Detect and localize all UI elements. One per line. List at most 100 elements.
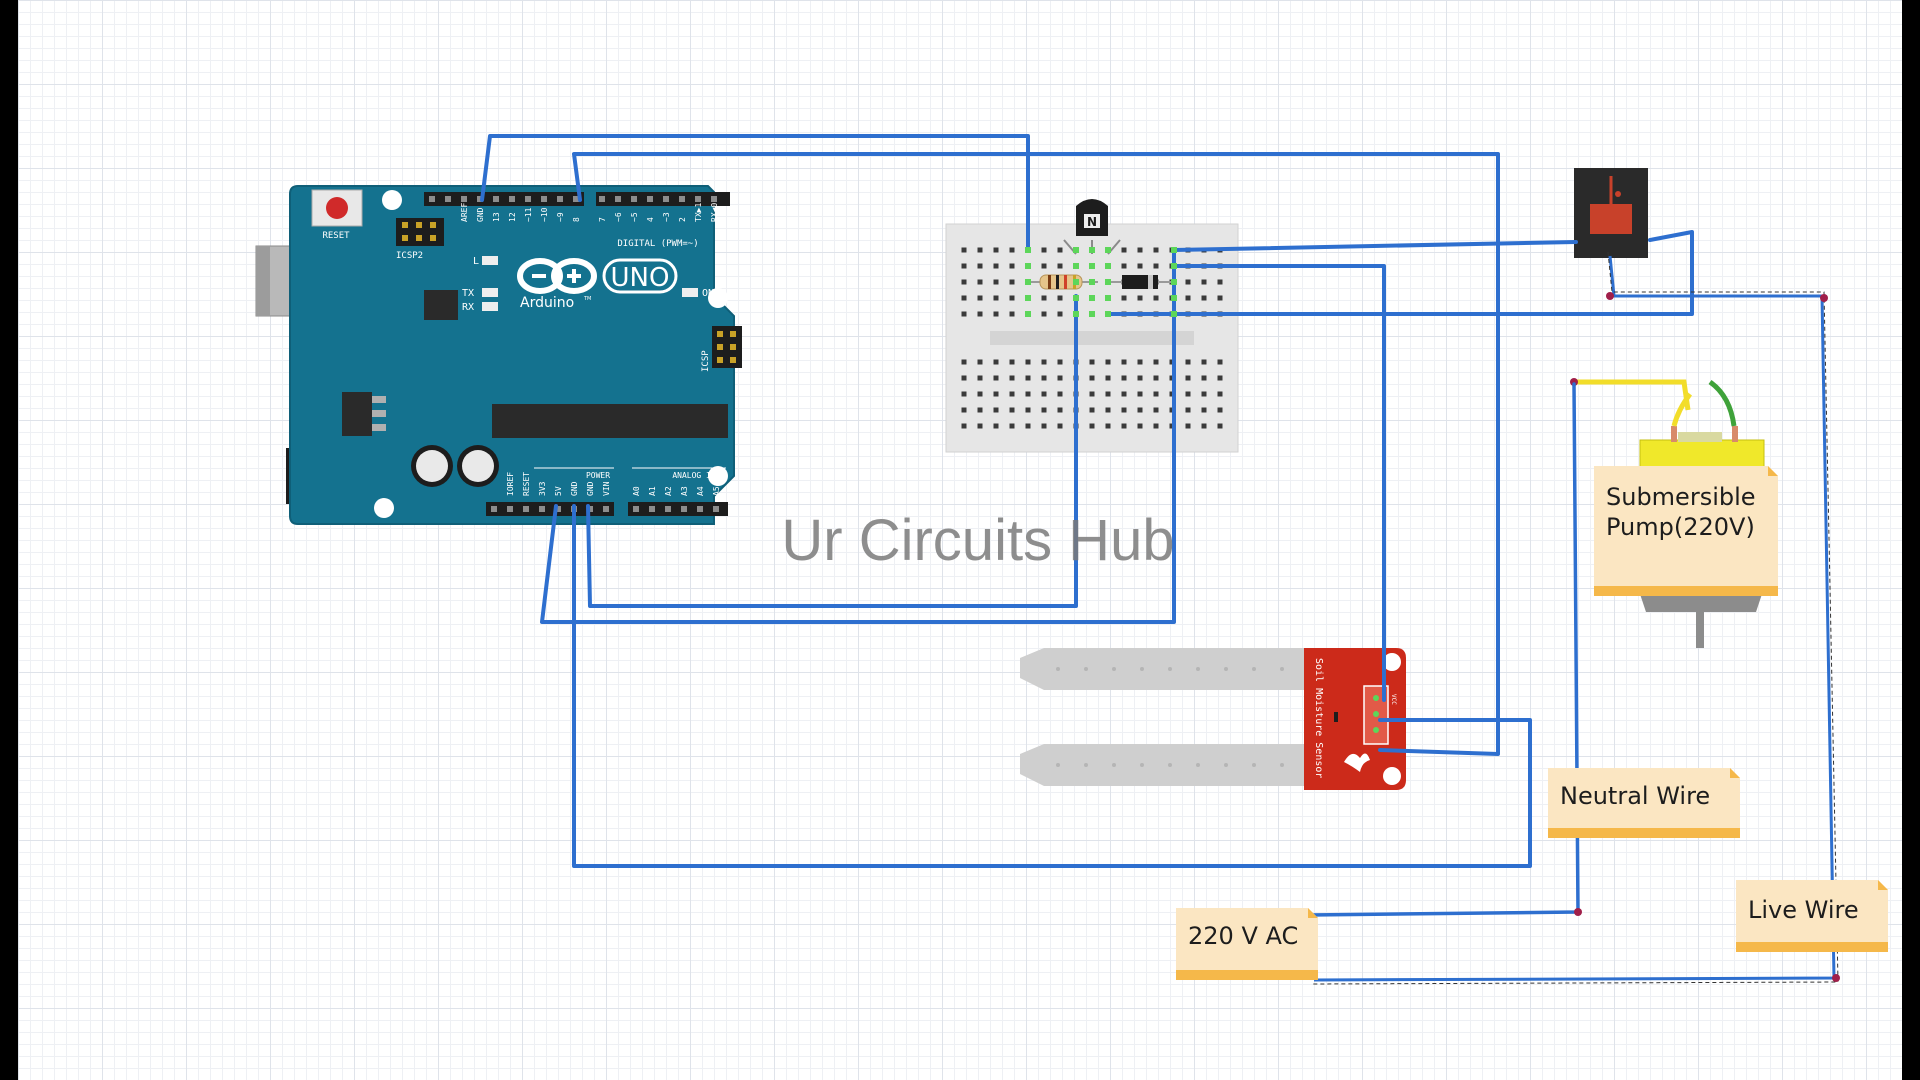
sensor-probe-top bbox=[1020, 648, 1304, 690]
led-rx bbox=[482, 302, 498, 311]
led-on-label: ON bbox=[702, 288, 714, 299]
pin-label: ~5 bbox=[630, 212, 639, 222]
pin-label: IOREF bbox=[506, 472, 515, 496]
note-live[interactable]: Live Wire bbox=[1736, 880, 1888, 952]
pin-label: ~6 bbox=[614, 212, 623, 222]
pin-label: GND bbox=[570, 481, 579, 496]
trademark: TM bbox=[583, 296, 591, 302]
relay-coil bbox=[1590, 204, 1632, 234]
uno-badge bbox=[602, 258, 678, 294]
icsp-header bbox=[712, 326, 742, 368]
sensor-board bbox=[1304, 648, 1406, 790]
reset-button-cap[interactable] bbox=[326, 197, 348, 219]
pin-label: 12 bbox=[508, 212, 517, 222]
relay-module[interactable] bbox=[1574, 168, 1648, 258]
wire-gnd-bottom bbox=[586, 294, 1078, 608]
arduino-brand: Arduino bbox=[520, 295, 574, 311]
pump-shaft bbox=[1696, 612, 1704, 648]
wire-5v bbox=[540, 248, 1176, 624]
pump-wire-green bbox=[1708, 379, 1737, 427]
reset-label: RESET bbox=[322, 231, 350, 241]
header-analog bbox=[628, 502, 728, 516]
note-pump-line1: Submersible bbox=[1606, 483, 1756, 511]
header-power bbox=[486, 502, 614, 516]
mounting-hole bbox=[708, 466, 728, 486]
wire-pin8 bbox=[572, 152, 1500, 756]
pin-label: 7 bbox=[598, 217, 607, 222]
transistor-label: N bbox=[1087, 215, 1097, 229]
arduino-logo-icon bbox=[517, 258, 597, 294]
atmega-chip bbox=[492, 404, 728, 438]
led-l-label: L bbox=[473, 256, 479, 267]
led-tx bbox=[482, 288, 498, 297]
note-220v-ac[interactable]: 220 V AC bbox=[1176, 908, 1318, 980]
wire-relay-2 bbox=[1106, 230, 1694, 316]
mounting-hole bbox=[374, 498, 394, 518]
icsp2-label: ICSP2 bbox=[396, 251, 423, 261]
pin-label: AREF bbox=[460, 203, 469, 222]
sensor-label: Soil Moisture Sensor bbox=[1313, 658, 1324, 778]
pin-label: GND bbox=[586, 481, 595, 496]
arduino-pcb bbox=[289, 185, 735, 525]
pin-label: 5V bbox=[554, 486, 563, 496]
pin-label: ~11 bbox=[524, 207, 533, 222]
sensor-probe-bottom bbox=[1020, 744, 1304, 786]
usb-chip bbox=[424, 290, 458, 320]
pin-label: A3 bbox=[680, 486, 689, 496]
pin-label: 2 bbox=[678, 217, 687, 222]
pin-label: VIN bbox=[602, 481, 611, 496]
pin-label: A0 bbox=[632, 486, 641, 496]
pin-label: ~9 bbox=[556, 212, 565, 222]
pin-label: 4 bbox=[646, 217, 655, 222]
led-l bbox=[482, 256, 498, 265]
sensor-mount-hole bbox=[1383, 653, 1401, 671]
header-aref-8 bbox=[424, 192, 584, 206]
icsp-label: ICSP bbox=[701, 350, 711, 372]
pin-label: RESET bbox=[522, 472, 531, 496]
blue-wires[interactable] bbox=[480, 134, 1694, 917]
wire-gnd-top bbox=[480, 134, 1030, 252]
wire-relay-1 bbox=[1172, 240, 1578, 252]
note-pump-line2: Pump(220V) bbox=[1606, 513, 1755, 541]
analog-label: ANALOG IN bbox=[672, 471, 716, 480]
pin-label: 8 bbox=[572, 217, 581, 222]
pin-label: TX▶1 bbox=[694, 203, 703, 222]
live-wire-path[interactable] bbox=[1311, 251, 1840, 985]
pin-label: ~10 bbox=[540, 207, 549, 222]
pump-wire-yellow bbox=[1574, 379, 1691, 411]
power-label: POWER bbox=[586, 471, 610, 480]
mounting-hole bbox=[382, 190, 402, 210]
pump-base bbox=[1640, 594, 1762, 612]
wire-sensor-sig bbox=[1172, 264, 1386, 702]
note-ac-text: 220 V AC bbox=[1188, 922, 1298, 950]
note-pump[interactable]: Submersible Pump(220V) bbox=[1594, 466, 1778, 596]
digital-label: DIGITAL (PWM=~) bbox=[617, 239, 698, 249]
led-on bbox=[682, 288, 698, 297]
pin-label: A5 bbox=[712, 486, 721, 496]
pin-label: 3V3 bbox=[538, 481, 547, 496]
note-neutral-text: Neutral Wire bbox=[1560, 782, 1710, 810]
mini-breadboard[interactable] bbox=[945, 223, 1239, 453]
pin-label: ~3 bbox=[662, 212, 671, 222]
uno-label: UNO bbox=[611, 263, 670, 293]
led-rx-label: RX bbox=[462, 302, 474, 313]
note-live-text: Live Wire bbox=[1748, 896, 1859, 924]
sensor-mount-hole bbox=[1383, 767, 1401, 785]
breadboard-channel bbox=[990, 331, 1194, 345]
mounting-hole bbox=[708, 288, 728, 308]
pin-label: A2 bbox=[664, 486, 673, 496]
voltage-regulator bbox=[342, 392, 372, 436]
led-tx-label: TX bbox=[462, 288, 474, 299]
note-neutral[interactable]: Neutral Wire bbox=[1548, 768, 1740, 838]
pin-label: A1 bbox=[648, 486, 657, 496]
pin-label: RX◀0 bbox=[710, 203, 719, 222]
wire-gnd2 bbox=[572, 504, 1532, 868]
diode[interactable] bbox=[1108, 275, 1174, 289]
soil-moisture-sensor[interactable]: Soil Moisture Sensor VCC bbox=[1020, 648, 1406, 790]
pin-label: 13 bbox=[492, 212, 501, 222]
watermark-text: Ur Circuits Hub bbox=[781, 508, 1174, 573]
sensor-pin-label: VCC bbox=[1390, 694, 1397, 705]
